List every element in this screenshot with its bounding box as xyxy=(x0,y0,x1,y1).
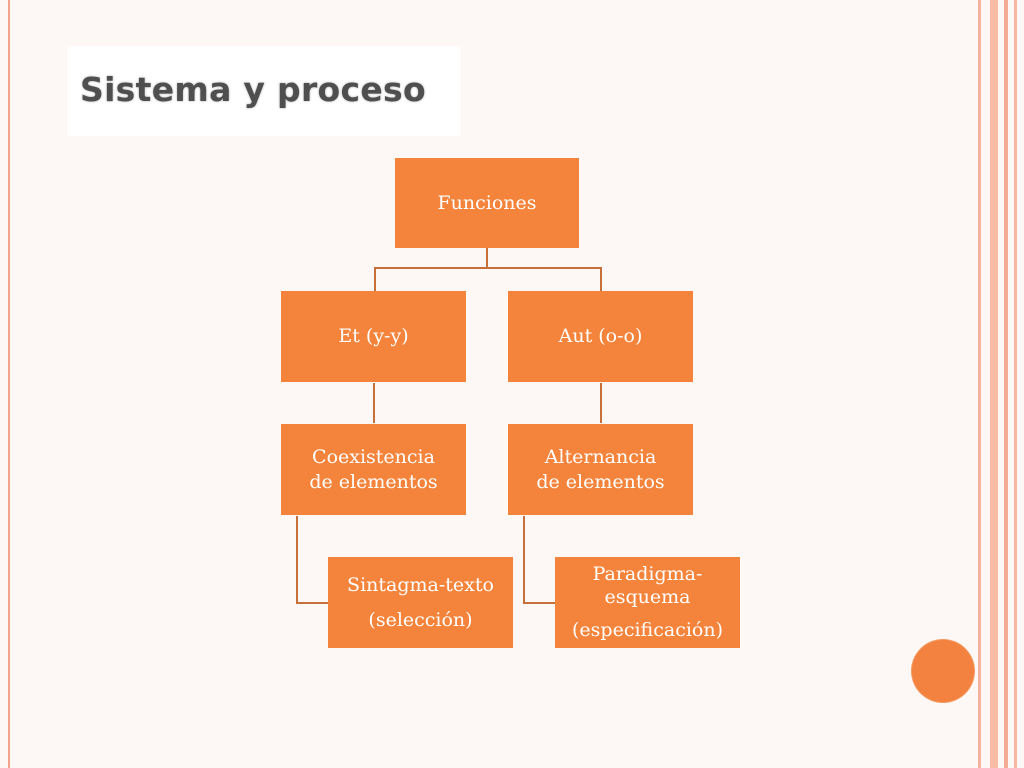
node-label: Coexistencia de elementos xyxy=(309,445,438,493)
node-label-line2: (especificación) xyxy=(572,619,723,641)
node-label: Alternancia de elementos xyxy=(536,445,665,493)
node-label: Funciones xyxy=(437,191,537,214)
title-image-background xyxy=(68,46,460,136)
node-label-line1: Paradigma-esquema xyxy=(592,563,703,608)
connector-horizontal xyxy=(374,267,602,269)
decorative-circle xyxy=(912,640,974,702)
node-sintagma: Sintagma-texto (selección) xyxy=(328,557,513,648)
slide-frame-right xyxy=(1004,0,1008,768)
slide-frame-right xyxy=(978,0,981,768)
connector-left-drop xyxy=(374,267,376,291)
node-coexistencia: Coexistencia de elementos xyxy=(281,424,466,515)
node-paradigma: Paradigma-esquema (especificación) xyxy=(555,557,740,648)
connector-left-leaf-vertical xyxy=(296,516,298,604)
connector-left-leaf-horizontal xyxy=(296,602,330,604)
node-et: Et (y-y) xyxy=(281,291,466,382)
connector-right-mid xyxy=(600,383,602,423)
slide-frame-right xyxy=(990,0,998,768)
connector-right-leaf-vertical xyxy=(523,516,525,604)
connector-left-mid xyxy=(373,383,375,423)
node-funciones: Funciones xyxy=(395,158,579,248)
node-label-line1: Sintagma-texto xyxy=(347,573,494,596)
slide-title: Sistema y proceso xyxy=(80,70,426,109)
node-aut: Aut (o-o) xyxy=(508,291,693,382)
node-label-line2: (selección) xyxy=(368,608,473,631)
connector-right-leaf-horizontal xyxy=(523,602,557,604)
connector-right-drop xyxy=(600,267,602,291)
node-label: Aut (o-o) xyxy=(558,325,643,347)
node-label: Et (y-y) xyxy=(338,325,409,347)
slide-frame-left xyxy=(8,0,10,768)
slide-frame-right xyxy=(1014,0,1017,768)
node-alternancia: Alternancia de elementos xyxy=(508,424,693,515)
connector-root-stem xyxy=(486,248,488,268)
